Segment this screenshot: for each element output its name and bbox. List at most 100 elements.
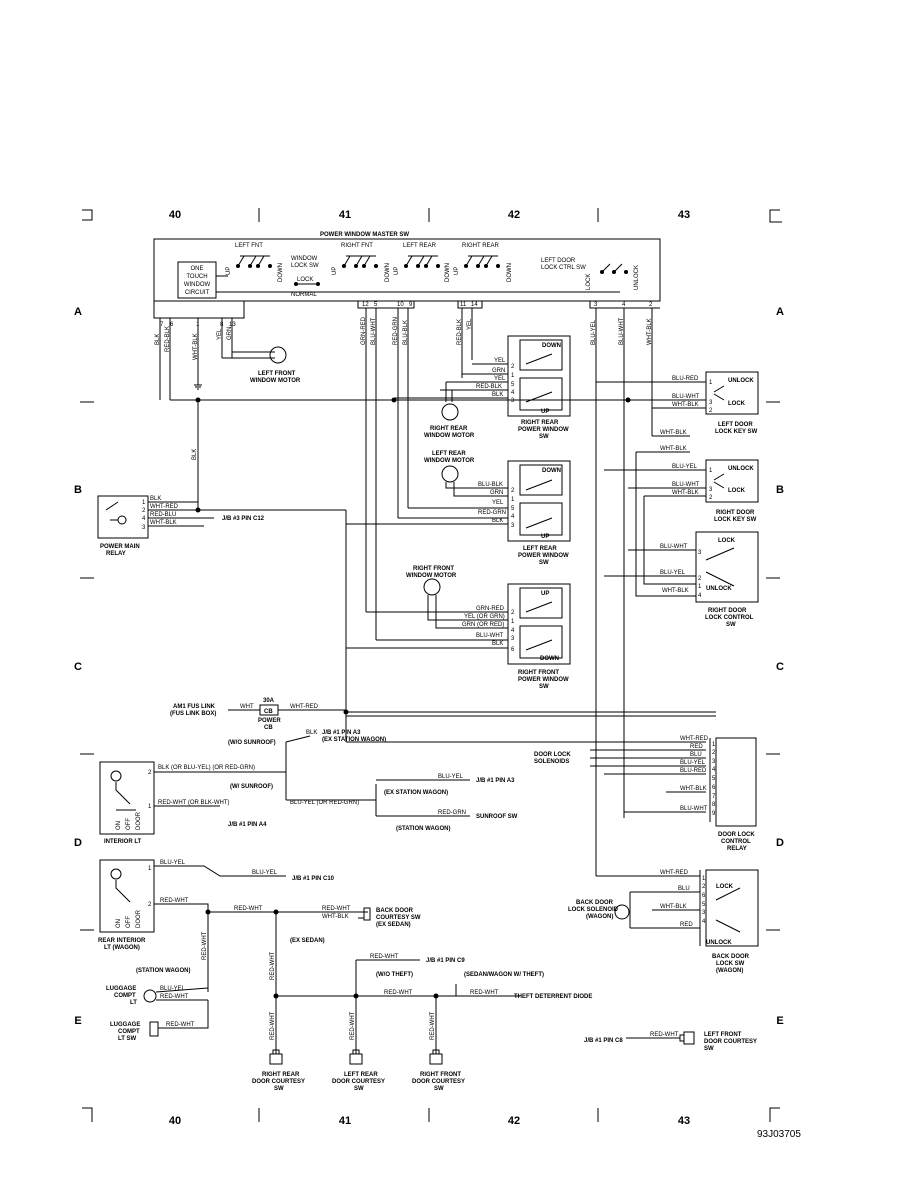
ld-key-pin-3: 3: [709, 400, 713, 406]
rf-sw-line2: POWER WINDOW: [518, 677, 569, 683]
wire-blk-pin7: BLK: [155, 334, 161, 345]
back-door-courtesy-sw-icon: [358, 907, 371, 921]
wire-grn-red-pin12: GRN-RED: [361, 316, 367, 345]
unlock-label-vertical: UNLOCK: [634, 265, 640, 290]
fus-link-line2: (FUS LINK BOX): [170, 711, 216, 717]
variant-wo-sunroof: (W/O SUNROOF): [228, 740, 276, 746]
rr-sw-pin-2: 2: [511, 364, 515, 370]
ld-key-line2: LOCK KEY SW: [715, 429, 758, 435]
rr-wire-yel-2: YEL: [494, 376, 506, 382]
luggage-compt-lt: [143, 987, 209, 1003]
rf-courtesy-line1: RIGHT FRONT: [420, 1072, 461, 1078]
lf-motor-line1: LEFT FRONT: [258, 371, 296, 377]
ld-key-unlock: UNLOCK: [728, 378, 754, 384]
figure-id: 93J03705: [757, 1129, 801, 1140]
col-label-top-41: 41: [339, 209, 351, 221]
right-door-lock-control-sw: LOCK UNLOCK 3 2 1 4: [695, 531, 759, 603]
rd-ctrl-wire-blu-yel: BLU-YEL: [660, 570, 686, 576]
rear-lt-off: OFF: [126, 916, 132, 928]
rr-sw-pin-1: 1: [511, 373, 515, 379]
col-label-bottom-41: 41: [339, 1115, 351, 1127]
bd-pin-2: 2: [702, 884, 706, 890]
variant-ex-sedan: (EX SEDAN): [290, 938, 325, 944]
rd-key-pin-1: 1: [709, 468, 713, 474]
dl-relay-pin-8: 8: [712, 802, 716, 808]
rear-lt-wire-blu-yel-2: BLU-YEL: [252, 870, 278, 876]
lug-wire-blu-yel: BLU-YEL: [160, 986, 186, 992]
rd-ctrl-line1: RIGHT DOOR: [708, 608, 747, 614]
row-label-left-d: D: [74, 837, 82, 849]
power-cb-line2: CB: [264, 725, 273, 731]
bd-pin-1: 1: [702, 876, 706, 882]
lr-wire-blk: BLK: [492, 518, 503, 524]
lr-motor-line1: LEFT REAR: [432, 451, 466, 457]
wire-red-grn-pin10: RED-GRN: [393, 317, 399, 345]
dl-wire-blu-wht: BLU-WHT: [680, 806, 708, 812]
row-label-right-b: B: [776, 484, 784, 496]
row-label-left-e: E: [74, 1015, 81, 1027]
relay-wire-red-blu: RED-BLU: [150, 512, 176, 518]
up-label-lf: UP: [226, 267, 232, 275]
lr-sw-pin-5: 5: [511, 506, 515, 512]
variant-station-wagon-2: (STATION WAGON): [136, 968, 190, 974]
dl-relay-pin-9: 9: [712, 811, 716, 817]
rr-power-window-sw: DOWN UP 2 1 5 4 3: [507, 335, 571, 417]
rr-courtesy-line2: DOOR COURTESY: [252, 1079, 305, 1085]
rr-sw-pin-4: 4: [511, 390, 515, 396]
rd-ctrl-pin-4: 4: [698, 593, 702, 599]
rear-lt-on: ON: [116, 919, 122, 928]
relay-wire-blk: BLK: [150, 496, 161, 502]
dl-relay-pin-6: 6: [712, 785, 716, 791]
lug-sw-line1: LUGGAGE: [110, 1022, 140, 1028]
col-label-bottom-42: 42: [508, 1115, 520, 1127]
relay-wire-wht-blk: WHT-BLK: [150, 520, 177, 526]
bd-courtesy-line3: (EX SEDAN): [376, 922, 411, 928]
pin-3: 3: [594, 302, 598, 308]
bd-wire-red: RED: [680, 922, 693, 928]
lr-sw-pin-4: 4: [511, 514, 515, 520]
rd-ctrl-unlock: UNLOCK: [706, 586, 732, 592]
lf-courtesy-line3: SW: [704, 1046, 714, 1052]
variant-sedan-wagon-theft: (SEDAN/WAGON W/ THEFT): [464, 972, 544, 978]
int-lt-door: DOOR: [136, 811, 142, 830]
rf-courtesy-wire-v: RED-WHT: [430, 1011, 436, 1040]
bd-sol-line3: (WAGON): [586, 914, 613, 920]
back-door-lock-sw: LOCK UNLOCK 1 2 6 5 3 4: [699, 869, 759, 947]
lock-label: LOCK: [297, 277, 313, 283]
rr-courtesy-wire-v: RED-WHT: [270, 1011, 276, 1040]
bd-pin-4: 4: [702, 919, 706, 925]
wire-yel-pin14: YEL: [467, 318, 473, 330]
rd-ctrl-wire-wht-blk: WHT-BLK: [662, 588, 689, 594]
pin-7: 7: [160, 322, 164, 328]
lug-lt-line2: COMPT: [114, 993, 136, 999]
int-lt-pin-2: 2: [148, 770, 152, 776]
row-label-right-a: A: [776, 306, 784, 318]
fus-link-line1: AM1 FUS LINK: [173, 704, 216, 710]
one-touch-line1: ONE: [190, 266, 203, 272]
rr-sw-pin-5: 5: [511, 382, 515, 388]
int-lt-on: ON: [116, 821, 122, 830]
relay-pin-1: 1: [142, 500, 146, 506]
pin-12: 12: [362, 302, 369, 308]
lr-sw-pin-3: 3: [511, 523, 515, 529]
pin-2: 2: [649, 302, 653, 308]
rf-wire-grn-red: GRN-RED: [476, 606, 505, 612]
ld-wire-wht-blk-gnd: WHT-BLK: [660, 430, 687, 436]
lr-sw-line3: SW: [539, 560, 549, 566]
rf-courtesy-sw-icon: [429, 1049, 443, 1065]
rf-sw-line3: SW: [539, 684, 549, 690]
rd-wire-blu-wht: BLU-WHT: [672, 482, 700, 488]
one-touch-line2: TOUCH: [186, 274, 207, 280]
one-touch-line4: CIRCUIT: [185, 290, 210, 296]
col-label-bottom-40: 40: [169, 1115, 181, 1127]
bd-pin-6: 6: [702, 893, 706, 899]
lr-wire-red-grn: RED-GRN: [478, 510, 506, 516]
int-jb1-a3-2: J/B #1 PIN A3: [476, 778, 515, 784]
rd-wire-wht-blk: WHT-BLK: [672, 490, 699, 496]
dl-relay-pin-1: 1: [712, 742, 716, 748]
int-wire-red-wht-or: RED-WHT (OR BLK-WHT): [158, 800, 230, 806]
lr-window-motor-icon: [441, 465, 459, 483]
rd-wire-wht-blk-gnd: WHT-BLK: [660, 446, 687, 452]
bd-unlock: UNLOCK: [706, 940, 732, 946]
master-sw-wires: [159, 308, 706, 876]
